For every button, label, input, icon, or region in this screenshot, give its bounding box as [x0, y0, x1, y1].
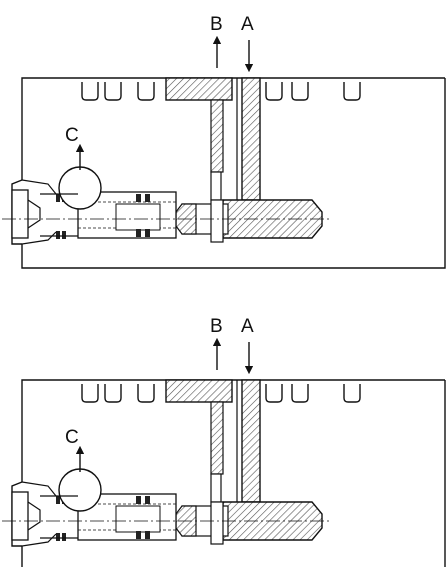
port-c-label: C [65, 125, 79, 146]
port-b-label: B [210, 14, 223, 35]
port-b-label: B [210, 316, 223, 337]
port-a-label: A [241, 316, 254, 337]
upper-valve-view: B A C [2, 14, 445, 268]
port-a-label: A [241, 14, 254, 35]
upper-valve-drawing [2, 40, 445, 268]
lower-valve-view: B A C [2, 316, 445, 567]
lower-valve-drawing [2, 342, 445, 567]
port-c-label: C [65, 427, 79, 448]
